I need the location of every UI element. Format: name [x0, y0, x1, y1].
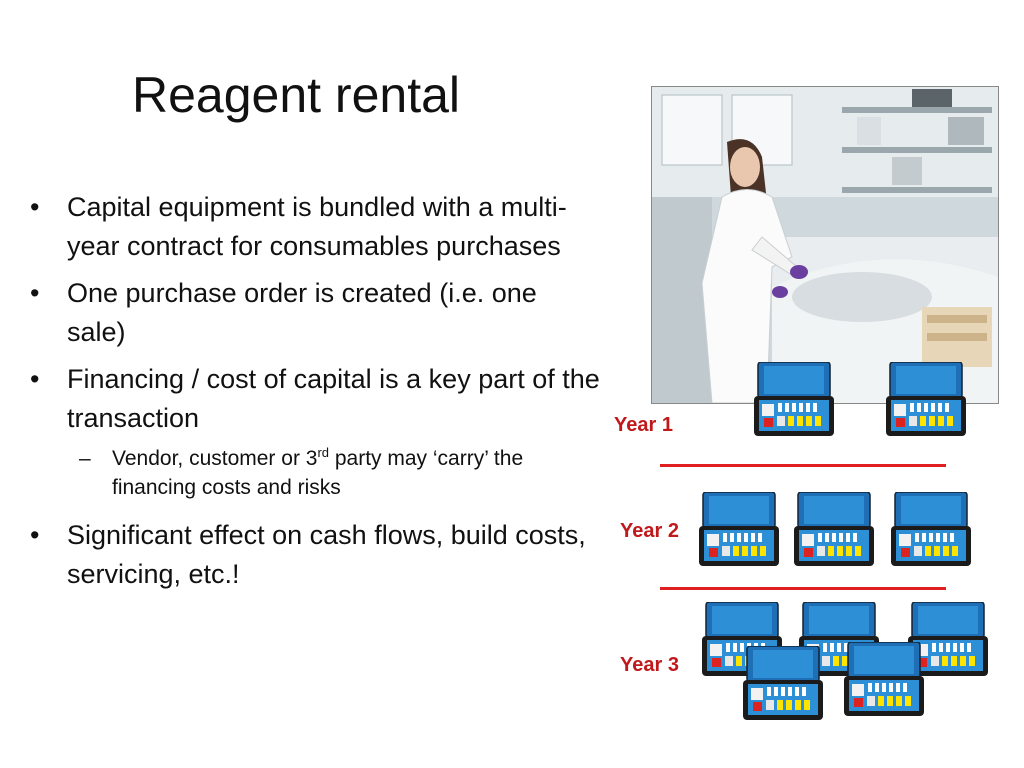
bullet-list: • Capital equipment is bundled with a mu… [30, 188, 600, 602]
bullet-text: Financing / cost of capital is a key par… [67, 364, 600, 433]
reagent-kit-case-icon [741, 646, 825, 724]
reagent-kit-case-icon [906, 602, 990, 680]
year-label-1: Year 1 [614, 414, 673, 436]
year-label-2: Year 2 [620, 520, 679, 542]
reagent-kit-case-icon [752, 362, 836, 440]
bullet-item: • Capital equipment is bundled with a mu… [30, 188, 600, 266]
reagent-kit-case-icon [697, 492, 781, 570]
bullet-item: • Significant effect on cash flows, buil… [30, 516, 600, 594]
bullet-dot-icon: • [30, 520, 40, 550]
sub-bullet-superscript: rd [317, 445, 330, 460]
sub-bullet-text-end: party may ‘carry’ the financing costs an… [112, 447, 524, 499]
reagent-kit-case-icon [792, 492, 876, 570]
reagent-kit-case-icon [889, 492, 973, 570]
reagent-kit-case-icon [842, 642, 926, 720]
year-label-3: Year 3 [620, 654, 679, 676]
bullet-item: • One purchase order is created (i.e. on… [30, 274, 600, 352]
bullet-dot-icon: • [30, 364, 40, 394]
sub-bullet-item: – Vendor, customer or 3rd party may ‘car… [67, 444, 600, 502]
slide-title: Reagent rental [132, 67, 461, 123]
sub-bullet-text-start: Vendor, customer or 3 [112, 447, 318, 470]
bullet-item: • Financing / cost of capital is a key p… [30, 360, 600, 502]
bullet-text: One purchase order is created (i.e. one … [67, 278, 537, 347]
bullet-dot-icon: • [30, 278, 40, 308]
bullet-text: Significant effect on cash flows, build … [67, 520, 586, 589]
lab-technician-photo [651, 86, 999, 404]
reagent-kit-case-icon [884, 362, 968, 440]
year-separator [660, 464, 946, 467]
bullet-text: Capital equipment is bundled with a mult… [67, 192, 567, 261]
dash-icon: – [79, 447, 91, 470]
year-separator [660, 587, 946, 590]
sub-bullet-list: – Vendor, customer or 3rd party may ‘car… [67, 444, 600, 502]
bullet-dot-icon: • [30, 192, 40, 222]
